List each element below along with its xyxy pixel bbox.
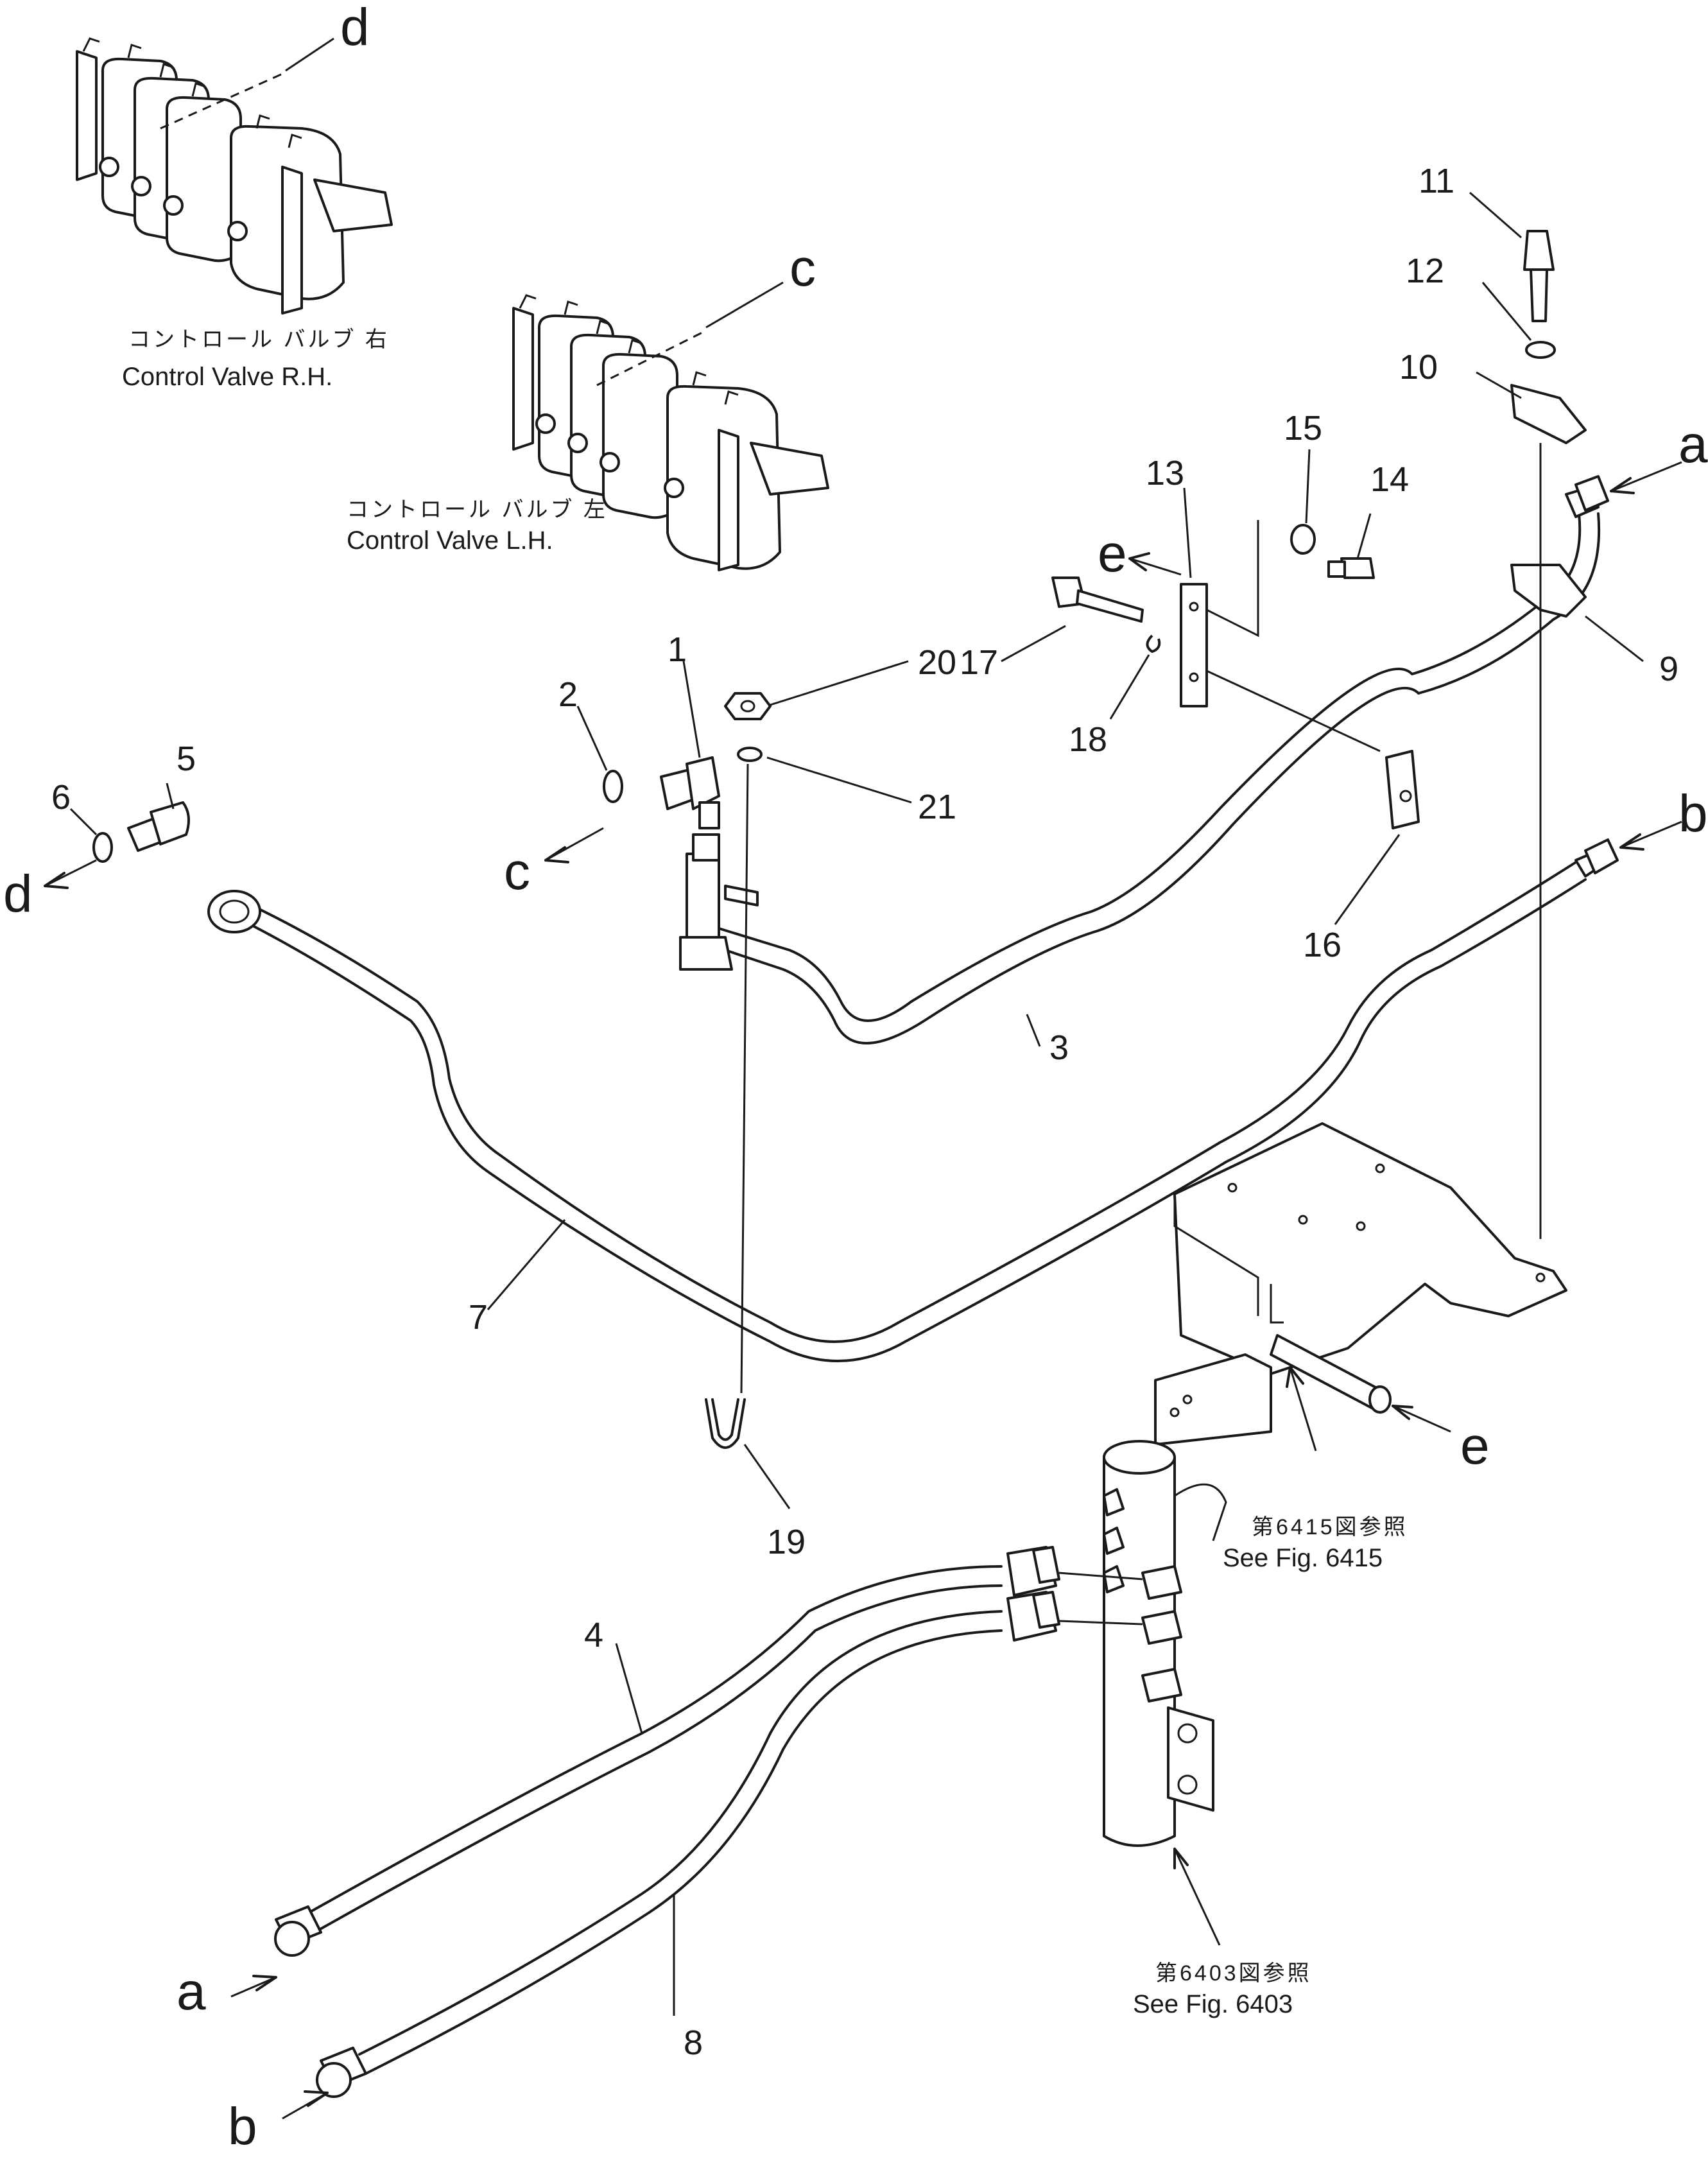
clamp-16 <box>1385 750 1420 829</box>
ref-d-leader-valve <box>285 37 334 72</box>
bracket-13 <box>1180 520 1259 707</box>
column-block <box>1058 1440 1227 1847</box>
fig-6403-caption-jp: 第6403図参照 <box>1155 1961 1312 1986</box>
ref-c-left: c <box>504 842 530 901</box>
bolt-11 <box>1523 230 1555 322</box>
control-valve-rh <box>76 37 393 315</box>
label-part-4: 4 <box>584 1616 603 1654</box>
label-part-13: 13 <box>1146 454 1184 492</box>
ref-c-valve: c <box>789 239 816 297</box>
label-part-7: 7 <box>469 1298 488 1337</box>
tube-3-fitting <box>1565 475 1609 518</box>
leaders <box>69 191 1644 2016</box>
mount-bracket <box>1154 1122 1567 1446</box>
fig-6415-caption-jp: 第6415図参照 <box>1252 1515 1408 1539</box>
label-part-6: 6 <box>51 778 71 817</box>
o-ring-6 <box>92 832 113 863</box>
label-part-2: 2 <box>558 675 578 714</box>
label-part-3: 3 <box>1049 1028 1069 1067</box>
nut-20 <box>724 692 772 720</box>
o-ring-2 <box>603 770 623 803</box>
label-part-21: 21 <box>918 788 956 826</box>
valve-lh-caption-en: Control Valve L.H. <box>347 526 553 555</box>
label-part-16: 16 <box>1303 926 1341 964</box>
tube-7 <box>207 838 1619 1362</box>
fig-6415-caption-en: See Fig. 6415 <box>1223 1544 1383 1572</box>
label-part-20: 20 <box>918 643 956 682</box>
ref-b-bottom: b <box>228 2097 257 2156</box>
ref-e-top: e <box>1098 524 1127 583</box>
elbow-1 <box>660 756 720 829</box>
ref-c-leader-valve <box>705 281 784 329</box>
label-part-1: 1 <box>668 630 687 669</box>
label-part-15: 15 <box>1284 409 1322 447</box>
control-valve-lh <box>512 294 829 571</box>
label-part-14: 14 <box>1370 460 1409 499</box>
ref-d-valve: d <box>340 0 370 56</box>
ref-d-left: d <box>3 865 33 923</box>
valve-rh-caption-jp: コントロール バルブ 右 <box>128 327 390 352</box>
u-bolt-19 <box>705 1398 746 1449</box>
label-part-18: 18 <box>1069 720 1107 759</box>
lock-washer-18 <box>1146 634 1161 653</box>
bolt-14 <box>1327 557 1375 579</box>
fig-6403-caption-en: See Fig. 6403 <box>1133 1990 1293 2018</box>
clamp-16-guide <box>1206 670 1381 752</box>
bolt-17 <box>1051 576 1144 623</box>
label-part-17: 17 <box>960 643 998 682</box>
washer-15 <box>1290 524 1316 555</box>
ref-a-bottom: a <box>177 1963 206 2021</box>
label-part-12: 12 <box>1406 252 1444 290</box>
label-part-8: 8 <box>684 2023 703 2062</box>
washer-21 <box>737 747 763 762</box>
label-part-5: 5 <box>177 740 196 778</box>
ref-b-right: b <box>1678 784 1708 843</box>
ref-a-right: a <box>1678 415 1708 474</box>
hose-4 <box>274 1546 1060 1957</box>
ref-arrows <box>44 461 1682 2120</box>
label-part-9: 9 <box>1659 650 1678 688</box>
washer-12 <box>1525 341 1556 359</box>
bolt-axis-line <box>740 763 749 1394</box>
label-part-10: 10 <box>1399 348 1438 386</box>
label-part-11: 11 <box>1419 162 1454 200</box>
elbow-5 <box>127 801 190 852</box>
ref-e-bottom: e <box>1460 1417 1490 1475</box>
label-part-19: 19 <box>767 1523 806 1561</box>
clamp-10 <box>1510 384 1587 444</box>
hose-8 <box>316 1591 1060 2098</box>
tube-3 <box>679 512 1601 1044</box>
valve-rh-caption-en: Control Valve R.H. <box>122 363 332 391</box>
valve-lh-caption-jp: コントロール バルブ 左 <box>347 498 608 522</box>
clamp-9 <box>1510 564 1587 618</box>
